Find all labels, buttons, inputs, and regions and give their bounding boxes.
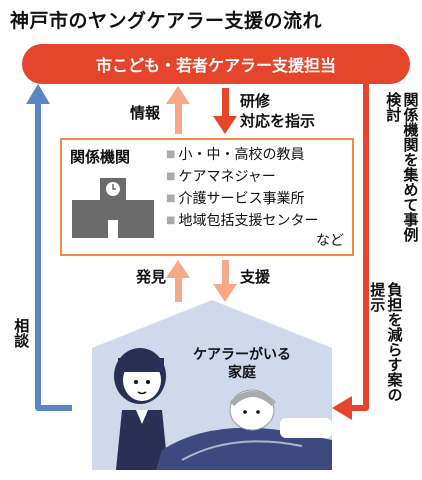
- info-arrowhead: [166, 86, 190, 104]
- institutions-box: 関係機関 小・中・高校の教員 ケアマネジャー 介護サービス事業所 地域包括支援セ…: [60, 138, 354, 256]
- family-label: ケアラーがいる家庭: [193, 347, 291, 381]
- propose-label: 負担を減らす案の提示: [368, 282, 404, 402]
- consult-label: 相談: [12, 318, 31, 348]
- list-item: 地域包括支援センター: [166, 210, 318, 232]
- discover-arrowhead: [166, 260, 190, 278]
- support-label: 支援: [240, 268, 271, 286]
- training-label: 研修: [240, 92, 271, 110]
- institutions-list: 小・中・高校の教員 ケアマネジャー 介護サービス事業所 地域包括支援センター: [166, 144, 318, 232]
- building-icon: [72, 178, 154, 238]
- list-item: 介護サービス事業所: [166, 188, 318, 210]
- info-label: 情報: [130, 104, 161, 122]
- support-arrowhead: [213, 284, 237, 302]
- institutions-etc: など: [316, 233, 344, 249]
- page-title: 神戸市のヤングケアラー支援の流れ: [10, 10, 323, 32]
- discover-label: 発見: [136, 268, 167, 286]
- girl-figure: [114, 348, 168, 470]
- house-illustration: [92, 300, 332, 470]
- consult-arrowhead: [26, 84, 50, 104]
- institutions-title: 関係機関: [70, 148, 131, 166]
- propose-arrow: [346, 84, 369, 411]
- gather-label: 関係機関を集めて事例検討: [384, 92, 420, 242]
- elderly-figure: [156, 389, 332, 470]
- support-office-banner: 市こども・若者ケアラー支援担当: [22, 44, 410, 84]
- instruct-label: 対応を指示: [240, 112, 316, 130]
- consult-arrow: [35, 98, 72, 411]
- instruct-arrowhead: [213, 116, 237, 134]
- list-item: 小・中・高校の教員: [166, 144, 318, 166]
- list-item: ケアマネジャー: [166, 166, 318, 188]
- propose-arrowhead: [332, 396, 352, 420]
